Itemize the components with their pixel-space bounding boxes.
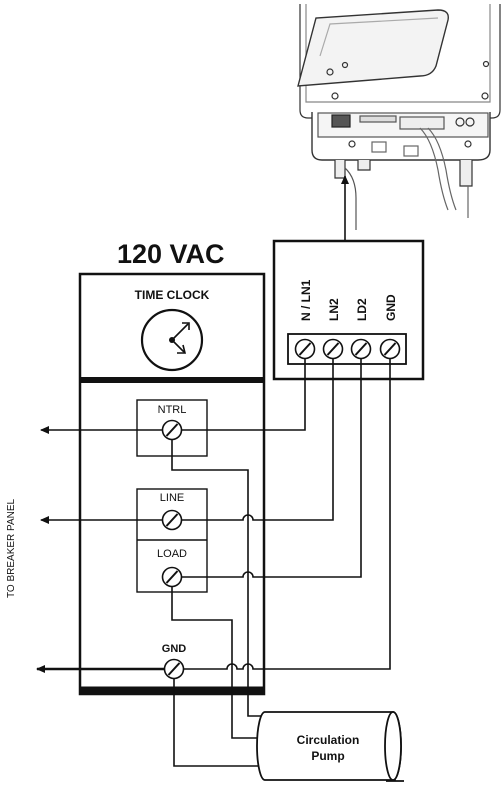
pump-label-line2: Pump <box>311 749 344 763</box>
gnd-screw <box>163 658 185 680</box>
time-clock-enclosure: TIME CLOCK NTRL LINE LOAD GND <box>78 272 266 696</box>
screw-terminal-ld2 <box>350 338 372 360</box>
line-screw <box>161 509 183 531</box>
ntrl-label: NTRL <box>158 404 187 416</box>
line-label: LINE <box>160 492 184 504</box>
breaker-feed-arrows <box>36 426 165 673</box>
heater-terminal-block: N / LN1 LN2 LD2 GND <box>272 239 425 381</box>
load-screw <box>161 566 183 588</box>
pump-label-line1: Circulation <box>297 733 360 747</box>
screw-terminal-ln2 <box>322 338 344 360</box>
terminal-label-n-ln1: N / LN1 <box>299 279 313 321</box>
screw-terminal-gnd <box>379 338 401 360</box>
load-label: LOAD <box>157 548 187 560</box>
terminal-label-ln2: LN2 <box>327 298 341 321</box>
voltage-title: 120 VAC <box>117 239 225 269</box>
breaker-panel-label: TO BREAKER PANEL <box>6 498 17 598</box>
terminal-label-gnd: GND <box>384 294 398 321</box>
water-heater-unit-illustration <box>297 4 501 230</box>
screw-terminal-n-ln1 <box>294 338 316 360</box>
gnd-label: GND <box>162 643 187 655</box>
circulation-pump: Circulation Pump <box>256 711 402 781</box>
clock-icon <box>140 308 204 372</box>
time-clock-title: TIME CLOCK <box>135 288 210 302</box>
ntrl-screw <box>161 419 183 441</box>
terminal-label-ld2: LD2 <box>355 298 369 321</box>
